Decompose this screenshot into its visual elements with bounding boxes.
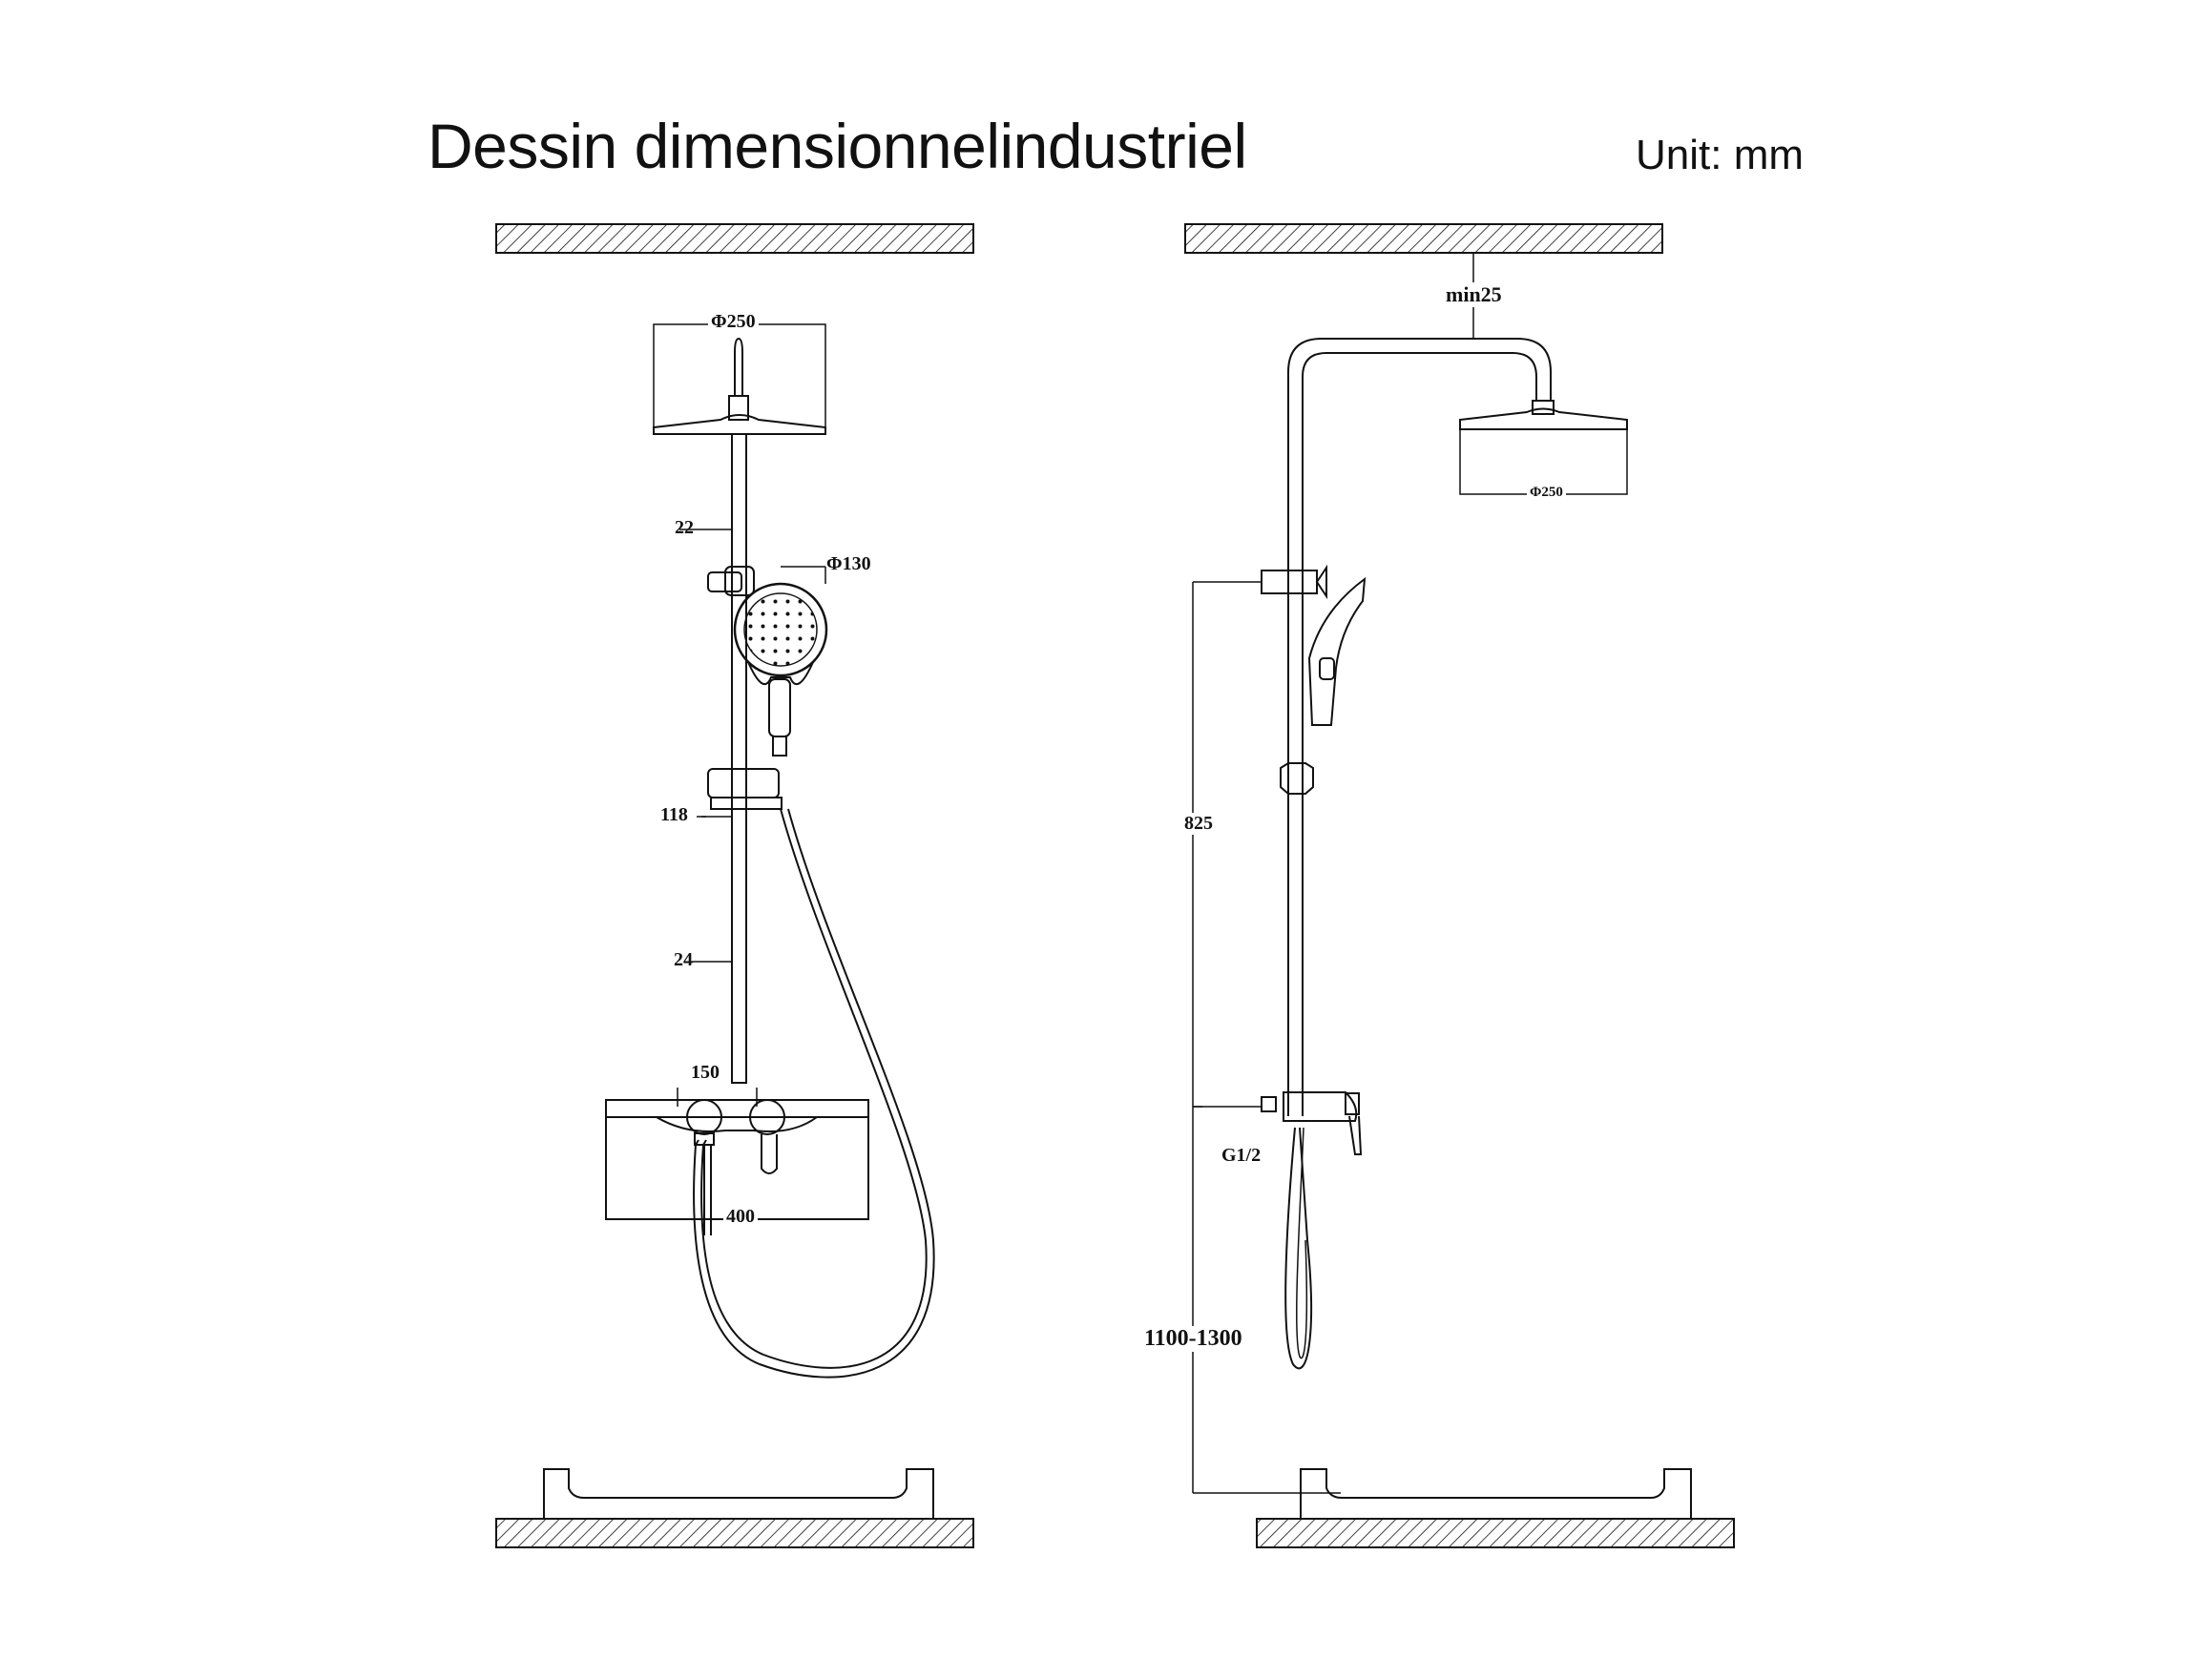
front-head-connector: [728, 395, 749, 421]
side-inlet-thread-label: G1/2: [1221, 1145, 1262, 1166]
front-valve-knob-right: [749, 1099, 785, 1135]
floor-slab-front: [495, 1518, 974, 1548]
bathtub-outline-front: [543, 1468, 934, 1519]
floor-slab-side: [1256, 1518, 1735, 1548]
front-column: [731, 433, 747, 1084]
front-hose: [700, 808, 928, 1369]
front-valve-center-label: 150: [691, 1062, 720, 1083]
side-view: [1192, 253, 1628, 1494]
side-shower-head: [1459, 407, 1628, 430]
front-shelf-width-label: 400: [723, 1206, 758, 1228]
front-holder-height-label: 118: [660, 804, 688, 825]
front-view: [605, 323, 935, 1379]
drawing-title: Dessin dimensionnelindustriel: [428, 111, 1247, 181]
side-column-inner: [1302, 352, 1537, 1116]
unit-label: Unit: mm: [1636, 132, 1804, 178]
ceiling-slab-side: [1184, 223, 1663, 254]
front-shower-head: [653, 414, 826, 435]
front-hand-shower-diameter-label: Φ130: [826, 553, 871, 574]
side-arm-clearance-label: min25: [1443, 282, 1505, 307]
front-hand-shower: [733, 582, 828, 757]
side-slider: [1280, 762, 1314, 795]
ceiling-slab-front: [495, 223, 974, 254]
front-valve-body: [656, 1116, 818, 1133]
side-hose: [1284, 1127, 1313, 1370]
bathtub-outline-side: [1300, 1468, 1692, 1519]
front-lower-tube-label: 24: [674, 949, 693, 970]
side-hand-shower: [1307, 576, 1367, 726]
front-slider: [707, 768, 780, 798]
side-head-diameter-label: Φ250: [1527, 485, 1566, 501]
side-install-height-label: 1100-1300: [1141, 1326, 1245, 1352]
front-upper-tube-label: 22: [675, 517, 694, 538]
side-rail-height-label: 825: [1181, 813, 1216, 835]
side-column-outer: [1287, 338, 1552, 1116]
front-head-diameter-label: Φ250: [708, 311, 759, 333]
